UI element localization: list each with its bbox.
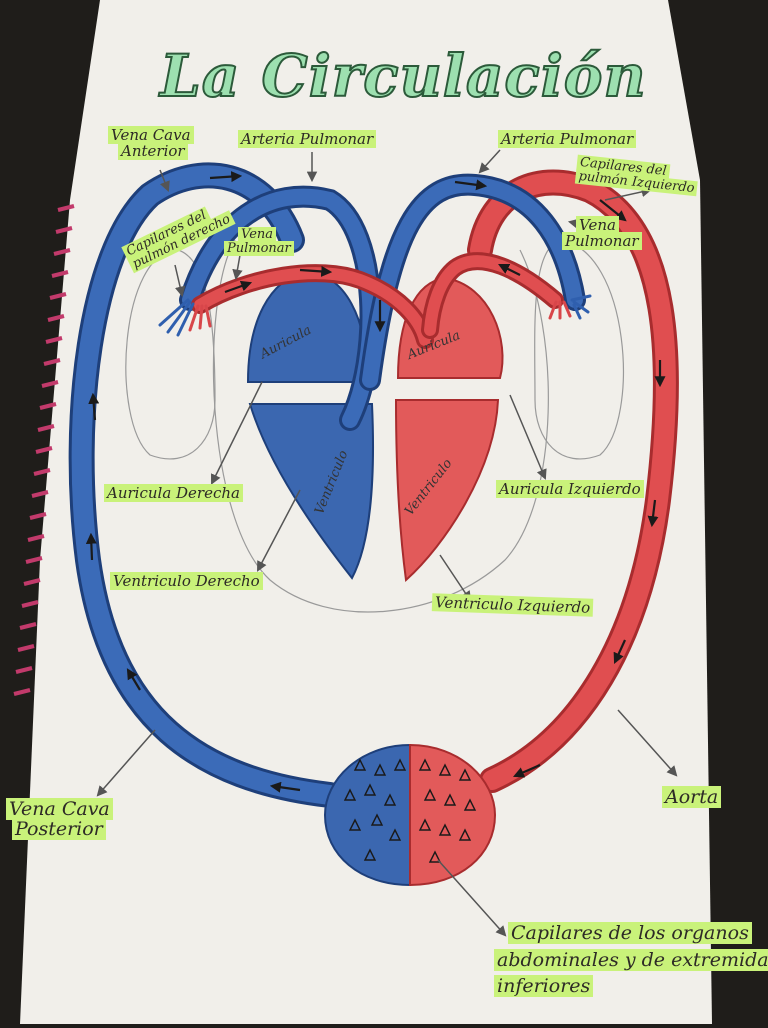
label-arteria-pulmonar-right-text: Arteria Pulmonar	[498, 130, 637, 148]
label-capilares-organos-line3: inferiores	[494, 975, 594, 998]
label-vena-cava-anterior: Vena Cava Anterior	[108, 126, 194, 160]
spiral-binding	[13, 204, 75, 696]
organ-capillary-bed	[323, 743, 497, 887]
label-auricula-izquierdo: Auricula Izquierdo	[496, 480, 644, 498]
label-auricula-derecha-text: Auricula Derecha	[104, 484, 243, 502]
label-ventriculo-derecho-text: Ventriculo Derecho	[110, 572, 263, 590]
label-vena-pulmonar-left: Vena Pulmonar	[224, 227, 294, 256]
label-vena-pulmonar-right-line1: Vena	[576, 216, 619, 234]
lung-capillaries	[158, 294, 592, 337]
label-ventriculo-derecho: Ventriculo Derecho	[110, 572, 263, 590]
label-vena-cava-anterior-line2: Anterior	[118, 141, 188, 160]
label-auricula-izquierdo-text: Auricula Izquierdo	[496, 480, 644, 498]
label-vena-pulmonar-left-line1: Vena	[238, 227, 277, 242]
label-vena-pulmonar-right: Vena Pulmonar	[562, 216, 642, 250]
left-ventricle-chamber	[394, 399, 500, 583]
label-capilares-organos: Capilares de los organos abdominales y d…	[494, 920, 768, 1000]
label-arteria-pulmonar-right: Arteria Pulmonar	[498, 130, 637, 148]
flow-arrows	[85, 171, 666, 793]
label-arteria-pulmonar-left: Arteria Pulmonar	[238, 130, 377, 148]
label-pointers	[96, 149, 678, 937]
label-vena-cava-posterior-line1: Vena Cava	[6, 798, 113, 820]
label-auricula-derecha: Auricula Derecha	[104, 484, 243, 502]
label-aorta: Aorta	[662, 786, 722, 808]
label-capilares-organos-line1: Capilares de los organos	[508, 922, 752, 944]
label-arteria-pulmonar-left-text: Arteria Pulmonar	[238, 130, 377, 148]
page-title: La Circulación	[159, 41, 647, 111]
label-capilares-organos-line2: abdominales y de extremidades	[494, 948, 768, 971]
label-vena-pulmonar-left-line2: Pulmonar	[224, 240, 294, 256]
label-vena-pulmonar-right-line2: Pulmonar	[562, 231, 642, 250]
right-ventricle-chamber	[248, 403, 374, 580]
label-aorta-text: Aorta	[662, 786, 722, 808]
label-vena-cava-anterior-line1: Vena Cava	[108, 126, 194, 144]
label-vena-cava-posterior: Vena Cava Posterior	[6, 798, 113, 840]
label-vena-cava-posterior-line2: Posterior	[12, 817, 106, 840]
